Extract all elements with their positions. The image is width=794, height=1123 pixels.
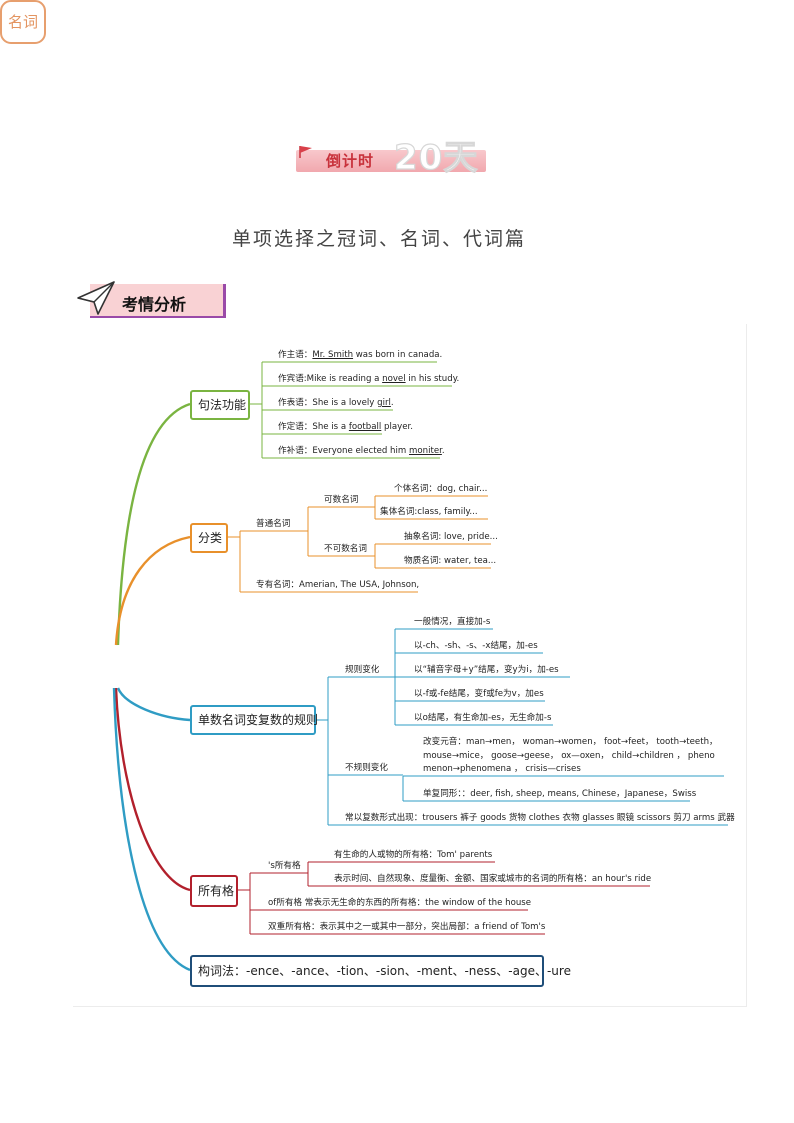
of-possessive: of所有格 常表示无生命的东西的所有格：the window of the ho… — [268, 898, 532, 908]
same-form-rule: 单复同形：：deer, fish, sheep, means, Chinese，… — [423, 789, 697, 799]
common-noun-label: 普通名词 — [256, 519, 291, 529]
material-noun: 物质名词: water, tea... — [404, 556, 497, 566]
individual-noun: 个体名词：dog, chair... — [394, 484, 488, 494]
regular-rule-3: 以“辅音字母+y”结尾，变y为i，加-es — [414, 665, 559, 675]
word-formation-node: 构词法：-ence、-ance、-tion、-sion、-ment、-ness、… — [190, 955, 571, 987]
time-possessive: 表示时间、自然现象、度量衡、金额、国家或城市的名词的所有格：an hour's … — [334, 874, 652, 884]
countdown-banner: 倒计时 20天 — [296, 137, 488, 179]
banner-text: 倒计时 — [326, 152, 375, 170]
section-title: 考情分析 — [122, 295, 187, 314]
regular-rule-1: 一般情况，直接加-s — [414, 617, 491, 627]
banner-days: 20天 — [393, 137, 479, 178]
syntax-object: 作宾语:Mike is reading a novel in his study… — [278, 374, 460, 384]
syntax-node: 句法功能 — [190, 390, 250, 420]
plural-rules-node: 单数名词变复数的规则 — [190, 705, 318, 735]
irregular-label: 不规则变化 — [345, 763, 388, 773]
regular-label: 规则变化 — [345, 665, 380, 675]
flag-icon — [299, 146, 312, 158]
collective-noun: 集体名词:class, family... — [380, 507, 478, 517]
syntax-subject: 作主语：Mr. Smith was born in canada. — [278, 350, 443, 360]
animate-possessive: 有生命的人或物的所有格：Tom' parents — [334, 850, 493, 860]
page-subtitle: 单项选择之冠词、名词、代词篇 — [232, 228, 527, 250]
paper-plane-icon — [77, 281, 115, 315]
abstract-noun: 抽象名词: love, pride... — [404, 532, 498, 542]
vowel-change-line-2: mouse→mice， goose→geese， ox—oxen， child→… — [423, 751, 715, 761]
double-possessive: 双重所有格：表示其中之一或其中一部分，突出局部：a friend of Tom'… — [268, 922, 546, 932]
mindmap-frame — [73, 324, 747, 1007]
regular-rule-5: 以o结尾，有生命加-es，无生命加-s — [414, 713, 552, 723]
vowel-change-line-1: 改变元音：man→men， woman→women， foot→feet， to… — [423, 737, 718, 747]
countable-label: 可数名词 — [324, 495, 359, 505]
section-header-box — [90, 284, 226, 318]
plural-only-rule: 常以复数形式出现：trousers 裤子 goods 货物 clothes 衣物… — [345, 813, 735, 823]
root-node: 名词 — [0, 0, 46, 44]
syntax-attributive: 作定语：She is a football player. — [278, 422, 414, 432]
regular-rule-4: 以-f或-fe结尾，变f或fe为v，加es — [414, 689, 544, 699]
syntax-complement: 作补语：Everyone elected him moniter. — [278, 446, 445, 456]
vowel-change-line-3: menon→phenomena ， crisis—crises — [423, 764, 581, 774]
possessive-node: 所有格 — [190, 875, 238, 907]
syntax-predicative: 作表语：She is a lovely girl. — [278, 398, 394, 408]
banner-strip — [296, 150, 486, 172]
regular-rule-2: 以-ch、-sh、-s、-x结尾，加-es — [414, 641, 538, 651]
s-possessive-label: 's所有格 — [268, 861, 301, 871]
uncountable-label: 不可数名词 — [324, 544, 367, 554]
proper-noun: 专有名词：Amerian, The USA, Johnson, — [256, 580, 420, 590]
classification-node: 分类 — [190, 523, 228, 553]
